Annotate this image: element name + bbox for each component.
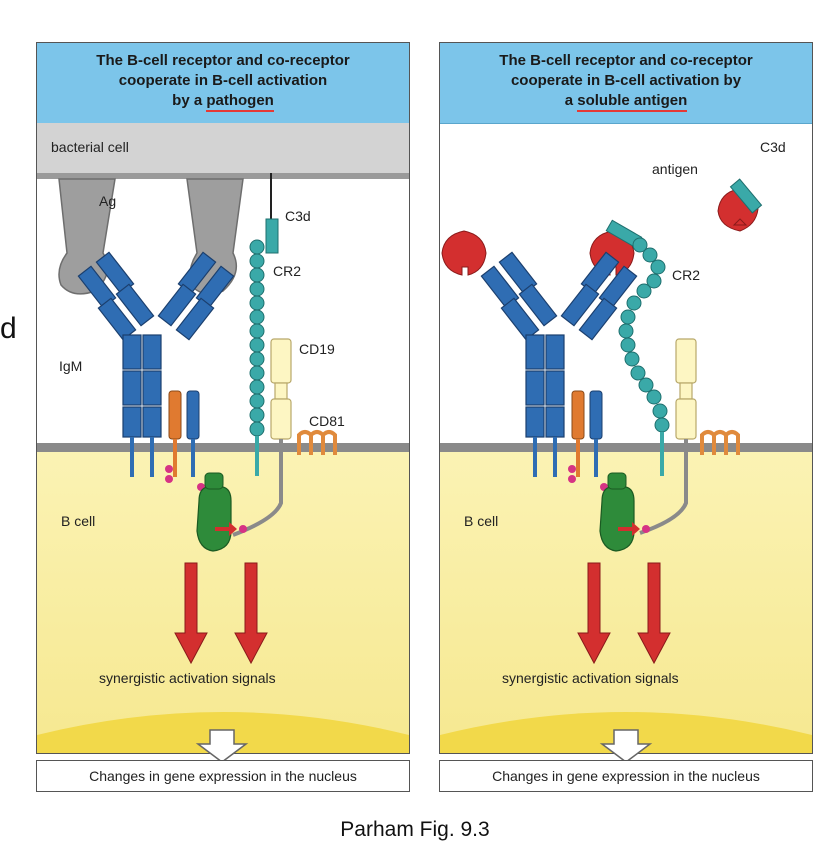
phospho-dot: [568, 475, 576, 483]
b-cell-membrane: [37, 443, 409, 452]
free-c3d: [729, 178, 763, 214]
signal-arrow-left: [577, 562, 611, 665]
header-keyword-pathogen: pathogen: [206, 92, 274, 112]
cd81-label: CD81: [309, 413, 345, 429]
cd19-label: CD19: [299, 341, 335, 357]
b-cell-label: B cell: [61, 513, 96, 529]
cr2-tail: [660, 432, 664, 476]
c3d-label: C3d: [285, 208, 311, 224]
phospho-dot: [239, 525, 247, 533]
panel-header: The B-cell receptor and co-receptor coop…: [440, 43, 812, 124]
b-cell-label: B cell: [464, 513, 499, 529]
ig-beta-tail: [191, 439, 195, 477]
phospho-dot: [568, 465, 576, 473]
signal-arrow-left: [174, 562, 208, 665]
header-line-2: cooperate in B-cell activation by: [510, 72, 742, 89]
bacterial-cell-surface: [37, 173, 409, 179]
header-line-3-prefix: by a: [172, 92, 207, 109]
cr2-chain: [618, 237, 670, 433]
bacterial-cell: [37, 123, 409, 173]
footer-gene-expression: Changes in gene expression in the nucleu…: [36, 760, 410, 792]
nucleus-arrow-right: [599, 729, 653, 763]
header-line-1: The B-cell receptor and co-receptor: [499, 52, 753, 69]
igm-stem: [525, 334, 565, 438]
signals-label: synergistic activation signals: [502, 670, 679, 686]
activation-arrow-small: [215, 522, 237, 536]
bound-antigen-left: [441, 230, 487, 276]
header-line-3: by a pathogen: [37, 91, 409, 112]
igm-arm-left: [480, 251, 558, 341]
bacterial-cell-label: bacterial cell: [51, 139, 129, 155]
igm-tail-1: [130, 437, 134, 477]
nucleus-arrow-left: [195, 729, 249, 763]
kinase: [196, 486, 232, 552]
header-keyword-soluble-antigen: soluble antigen: [577, 92, 688, 112]
kinase-top: [204, 472, 224, 490]
igm-tail-1: [533, 437, 537, 477]
igm-stem: [122, 334, 162, 438]
ig-alpha-tail: [576, 439, 580, 477]
header-line-2: cooperate in B-cell activation: [118, 72, 328, 89]
phospho-dot: [165, 465, 173, 473]
soluble-antigen-panel: The B-cell receptor and co-receptor coop…: [439, 42, 813, 754]
pathogen-diagram: [37, 123, 409, 753]
phospho-dot: [642, 525, 650, 533]
igm-arm-left: [77, 251, 155, 341]
cd19: [675, 338, 697, 440]
antigen-label: antigen: [652, 161, 698, 177]
header-line-3: a soluble antigen: [440, 91, 812, 112]
igm-label: IgM: [59, 358, 83, 374]
c3d-fragment: [265, 218, 279, 254]
phospho-dot: [165, 475, 173, 483]
ig-beta-tail: [594, 439, 598, 477]
kinase-top: [607, 472, 627, 490]
activation-arrow-small: [618, 522, 640, 536]
cd81: [700, 430, 740, 455]
signal-arrow-right: [234, 562, 268, 665]
kinase: [599, 486, 635, 552]
igm-arm-right: [560, 251, 638, 341]
footer-gene-expression: Changes in gene expression in the nucleu…: [439, 760, 813, 792]
cr2-chain: [249, 239, 265, 437]
b-cell-membrane: [440, 443, 812, 452]
igm-arm-right: [157, 251, 235, 341]
ig-alpha-tail: [173, 439, 177, 477]
panel-header: The B-cell receptor and co-receptor coop…: [37, 43, 409, 124]
figure-caption: Parham Fig. 9.3: [340, 818, 490, 841]
cr2-label: CR2: [672, 267, 701, 283]
c3d-label: C3d: [760, 139, 786, 155]
igm-tail-2: [150, 437, 154, 477]
pathogen-panel: The B-cell receptor and co-receptor coop…: [36, 42, 410, 754]
cr2-tail: [255, 436, 259, 476]
signal-arrow-right: [637, 562, 671, 665]
signals-label: synergistic activation signals: [99, 670, 276, 686]
header-line-1: The B-cell receptor and co-receptor: [96, 52, 350, 69]
cd81: [297, 430, 337, 455]
ag-label: Ag: [99, 193, 117, 209]
igm-tail-2: [553, 437, 557, 477]
soluble-antigen-diagram: [440, 178, 812, 753]
stray-glyph: d: [0, 312, 17, 345]
header-line-3-prefix: a: [564, 92, 578, 109]
cr2-label: CR2: [273, 263, 302, 279]
